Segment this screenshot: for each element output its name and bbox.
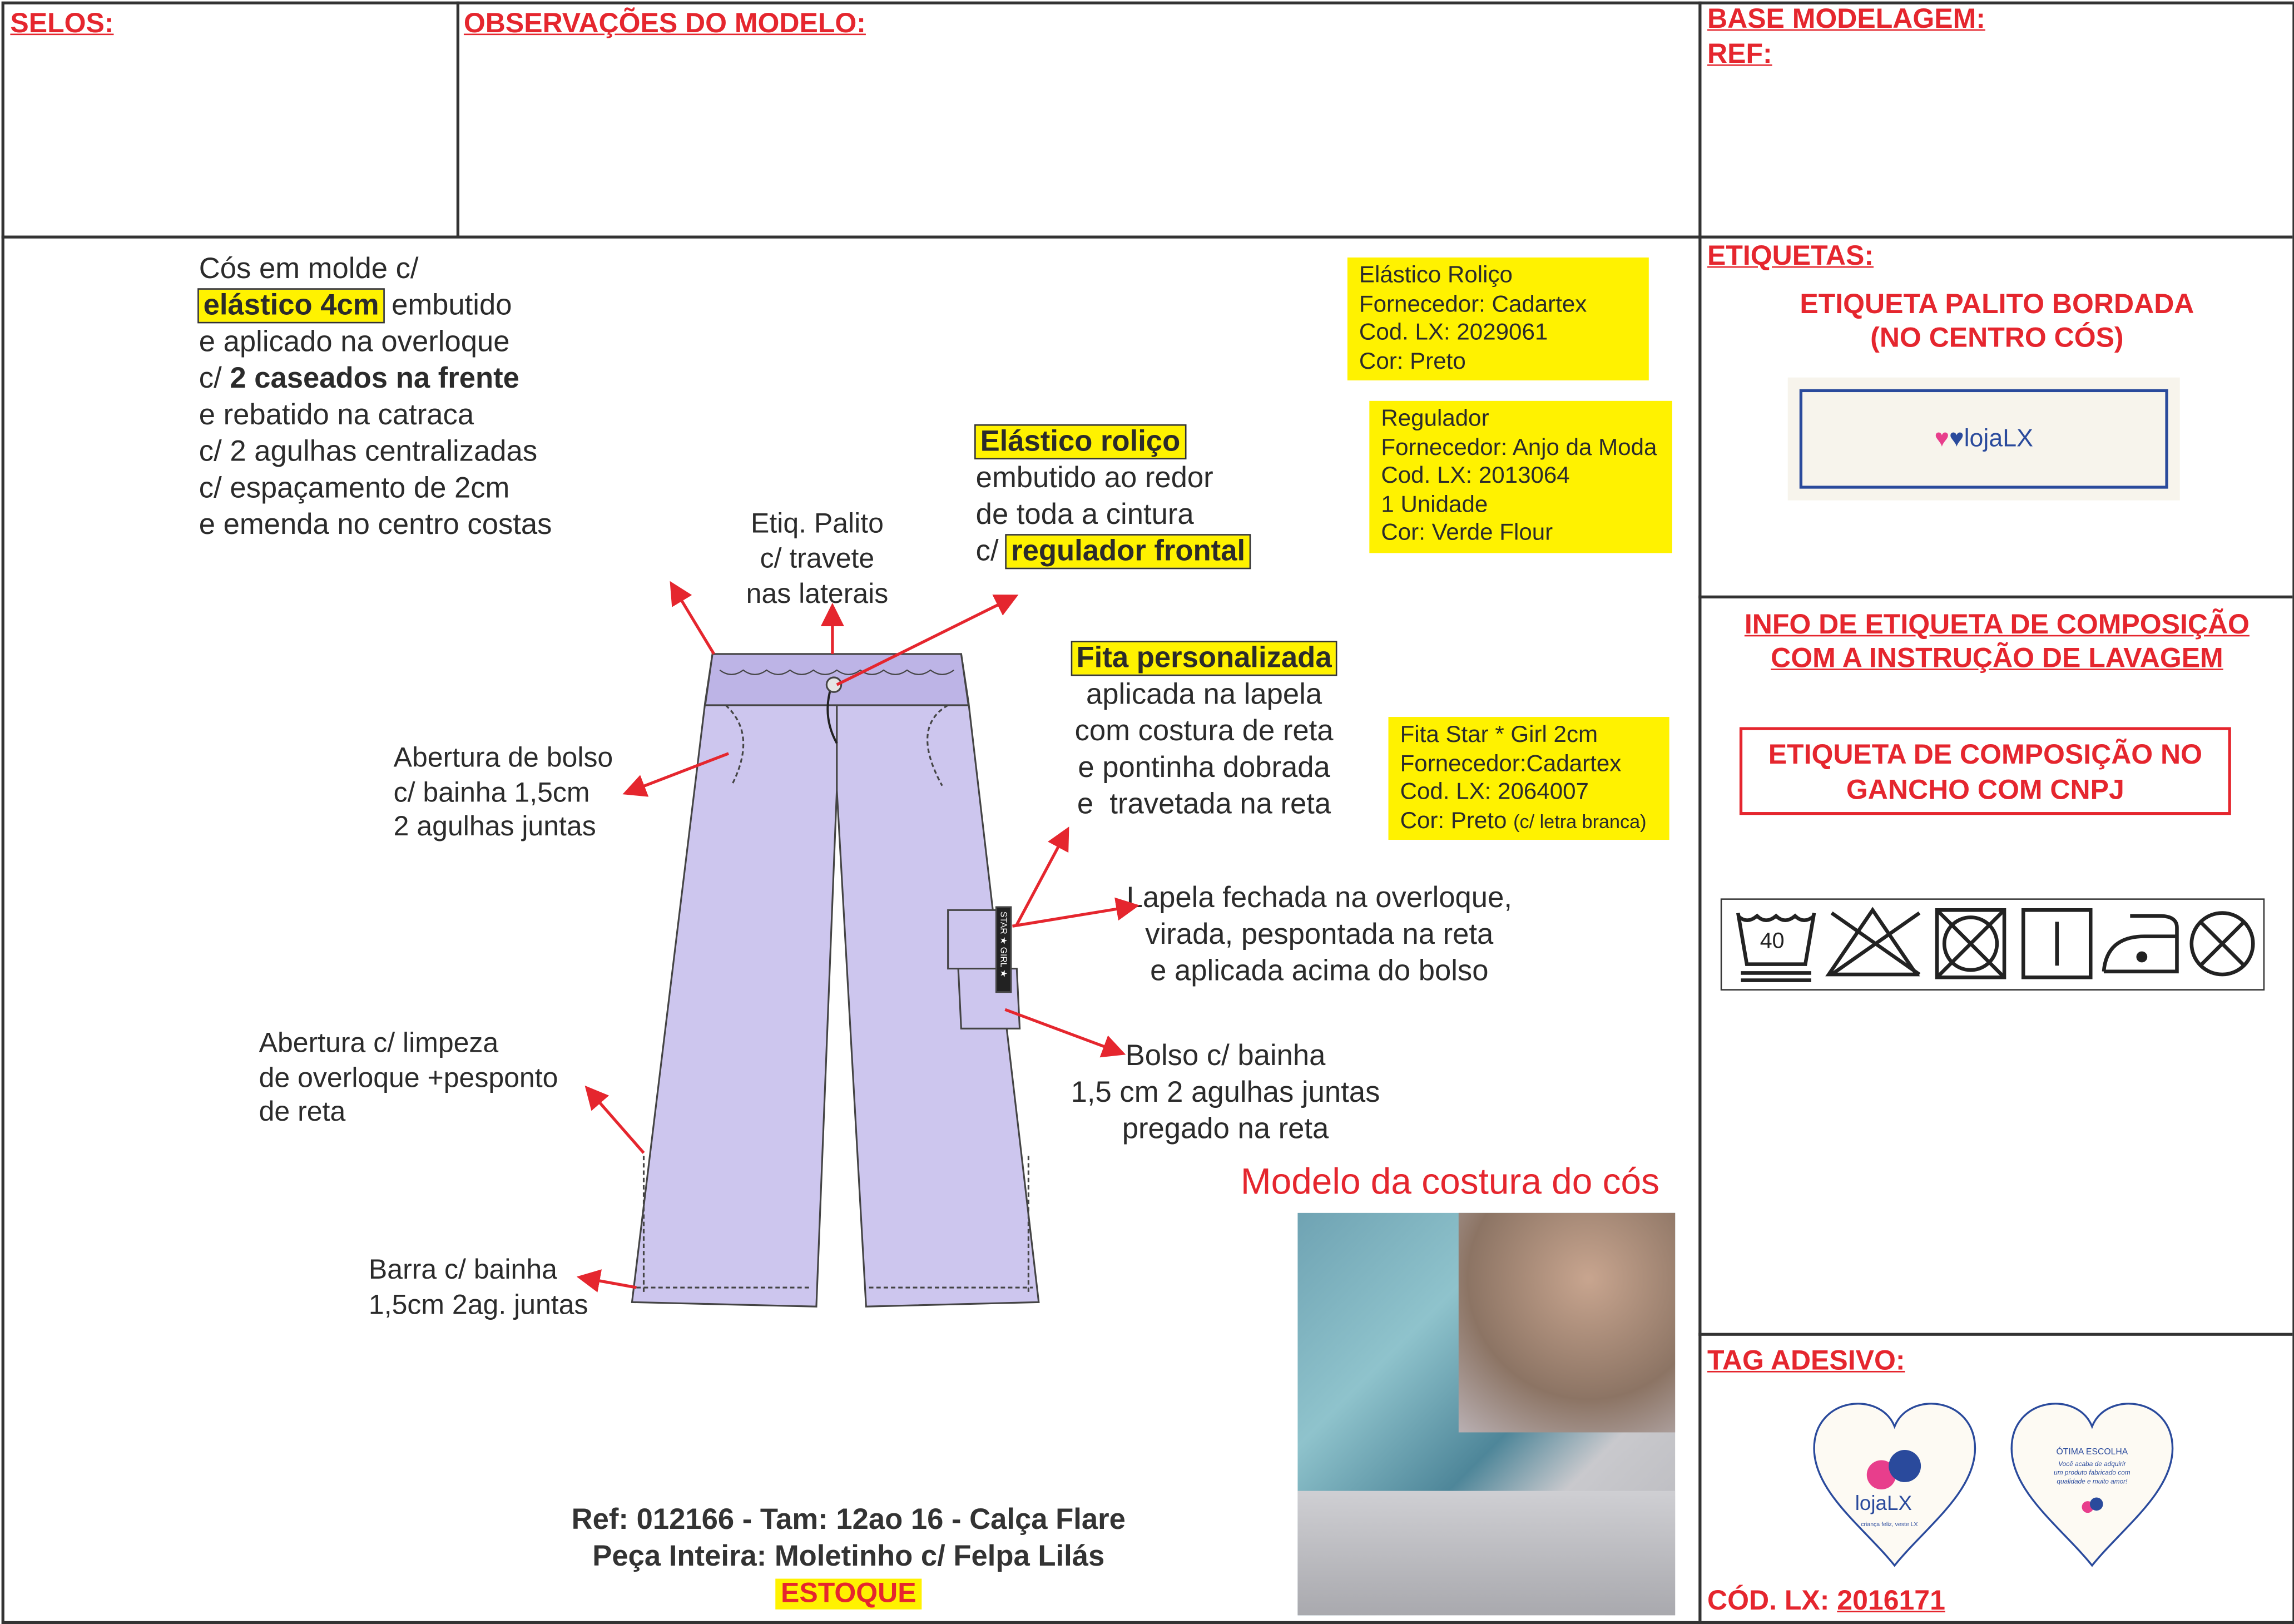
note-text: aplicada na lapela com costura de reta e… <box>1074 679 1334 821</box>
ref-label: REF: <box>1707 39 1772 71</box>
note-text: c/ <box>199 363 230 395</box>
palito-label-image: ♥♥lojaLX <box>1787 377 2180 501</box>
note-line: e rebatido na catraca <box>199 399 474 432</box>
arrow <box>1012 897 1140 928</box>
pink-heart-icon: ♥ <box>1934 424 1950 452</box>
pants-illustration: STAR ★ GIRL ★ <box>576 581 1140 1308</box>
estoque-badge: ESTOQUE <box>775 1578 923 1610</box>
pocket-tape-text: STAR ★ GIRL ★ <box>998 912 1008 978</box>
highlight: Fita personalizada <box>1071 641 1338 676</box>
abertura-bolso-note: Abertura de bolso c/ bainha 1,5cm 2 agul… <box>393 743 613 843</box>
cod-lx: CÓD. LX: 2016171 <box>1707 1586 1945 1618</box>
line-dry-icon <box>2021 908 2093 979</box>
supplier-fita: Fita Star * Girl 2cm Fornecedor:Cadartex… <box>1388 717 1669 840</box>
tag-back-body: Você acaba de adquirir um produto fabric… <box>2054 1460 2131 1486</box>
heart-tags: lojaLX criança feliz, veste LX ÓTIMA ESC… <box>1813 1403 2174 1567</box>
no-bleach-icon <box>1825 907 1921 977</box>
highlight: elástico 4cm <box>197 288 385 324</box>
footer: Ref: 012166 - Tam: 12ao 16 - Calça Flare… <box>512 1503 1185 1612</box>
highlight: Elástico roliço <box>974 424 1186 460</box>
iron-low-icon <box>2102 914 2179 974</box>
blue-heart-icon <box>2089 1497 2103 1511</box>
wash-symbols: 40 <box>1720 898 2265 991</box>
supplier-note: (c/ letra branca) <box>1513 810 1647 832</box>
tag-back-title: ÓTIMA ESCOLHA <box>2057 1446 2128 1457</box>
note-line: c/ espaçamento de 2cm <box>199 472 510 505</box>
no-dry-clean-icon <box>2189 911 2255 977</box>
model-title: Modelo da costura do cós <box>1240 1161 1659 1203</box>
abertura-limpeza-note: Abertura c/ limpeza de overloque +pespon… <box>259 1028 558 1128</box>
tag-adesivo-label: TAG ADESIVO: <box>1707 1346 1905 1377</box>
note-text: embutido <box>383 289 512 322</box>
supplier-text: Fita Star * Girl 2cm Fornecedor:Cadartex… <box>1400 722 1622 834</box>
blue-heart-icon: ♥ <box>1949 424 1964 452</box>
arrow <box>576 1269 637 1293</box>
note-line: Elástico roliço <box>974 424 1250 461</box>
model-photo <box>1297 1212 1676 1616</box>
note-line: Fita personalizada <box>1051 641 1357 677</box>
arrow <box>670 581 716 655</box>
barra-note: Barra c/ bainha 1,5cm 2ag. juntas <box>368 1255 588 1321</box>
footer-badge-wrap: ESTOQUE <box>512 1576 1185 1612</box>
heart-tag-front <box>1813 1403 1976 1567</box>
logo-text: lojaLX <box>1964 424 2033 452</box>
note-line: c/ 2 caseados na frente <box>199 362 552 398</box>
note-line: e aplicado na overloque <box>199 326 510 359</box>
base-modelagem-label: BASE MODELAGEM: <box>1707 4 1985 36</box>
note-text: c/ <box>975 535 1007 568</box>
supplier-regulador: Regulador Fornecedor: Anjo da Moda Cod. … <box>1369 400 1672 553</box>
note-line: embutido ao redor <box>975 462 1213 495</box>
bolso-note: Bolso c/ bainha 1,5 cm 2 agulhas juntas … <box>1071 1040 1380 1146</box>
arrow <box>836 595 1019 686</box>
highlight: regulador frontal <box>1005 534 1251 570</box>
palito-label-frame: ♥♥lojaLX <box>1799 389 2168 489</box>
wash-temp: 40 <box>1760 929 1785 953</box>
arrow <box>584 1085 645 1154</box>
etiquetas-label: ETIQUETAS: <box>1707 241 1874 273</box>
note-line: c/ 2 agulhas centralizadas <box>199 435 538 468</box>
wash-40-icon <box>1736 913 1816 982</box>
heart-tag-back <box>2010 1403 2174 1567</box>
no-tumble-dry-icon <box>1935 908 2006 979</box>
pants-body <box>631 653 1040 1308</box>
info-composicao-title: INFO DE ETIQUETA DE COMPOSIÇÃO COM A INS… <box>1744 610 2250 675</box>
note-bold: 2 caseados na frente <box>230 363 519 395</box>
logo-lojalx: ♥♥lojaLX <box>1934 424 2033 454</box>
arrow <box>1004 1008 1126 1058</box>
photo-pants <box>1297 1491 1676 1616</box>
note-line: e emenda no centro costas <box>199 509 552 542</box>
blue-heart-icon <box>1889 1450 1921 1482</box>
observacoes-label: OBSERVAÇÕES DO MODELO: <box>463 8 866 40</box>
divider <box>456 1 460 237</box>
tag-logo: lojaLX <box>1855 1492 1912 1514</box>
lapela-note: Lapela fechada na overloque, virada, pes… <box>1126 882 1512 988</box>
note-line: de toda a cintura <box>975 499 1194 531</box>
etiqueta-palito-text: ETIQUETA PALITO BORDADA (NO CENTRO CÓS) <box>1800 289 2194 354</box>
divider <box>1698 1 1702 1621</box>
arrow <box>1015 826 1069 925</box>
note-line: Cós em molde c/ <box>199 253 419 285</box>
divider <box>1698 595 2293 598</box>
supplier-elastico: Elástico Roliço Fornecedor: Cadartex Cod… <box>1347 258 1649 380</box>
photo-hair <box>1458 1212 1676 1433</box>
note-line: c/ regulador frontal <box>975 534 1251 571</box>
tag-slogan: criança feliz, veste LX <box>1861 1521 1918 1528</box>
cod-lx-value: 2016171 <box>1837 1586 1945 1617</box>
note-line: elástico 4cm embutido <box>197 288 552 325</box>
divider <box>1 235 2293 239</box>
selos-label: SELOS: <box>10 8 114 40</box>
cod-lx-label: CÓD. LX: <box>1707 1586 1837 1617</box>
callout-arrows <box>576 581 1140 1293</box>
pink-heart-icon <box>1866 1460 1896 1490</box>
composicao-box: ETIQUETA DE COMPOSIÇÃO NO GANCHO COM CNP… <box>1739 727 2231 815</box>
footer-material: Peça Inteira: Moletinho c/ Felpa Lilás <box>592 1541 1105 1573</box>
footer-ref: Ref: 012166 - Tam: 12ao 16 - Calça Flare <box>571 1504 1126 1537</box>
arrow <box>622 752 730 797</box>
divider <box>1698 1333 2293 1336</box>
